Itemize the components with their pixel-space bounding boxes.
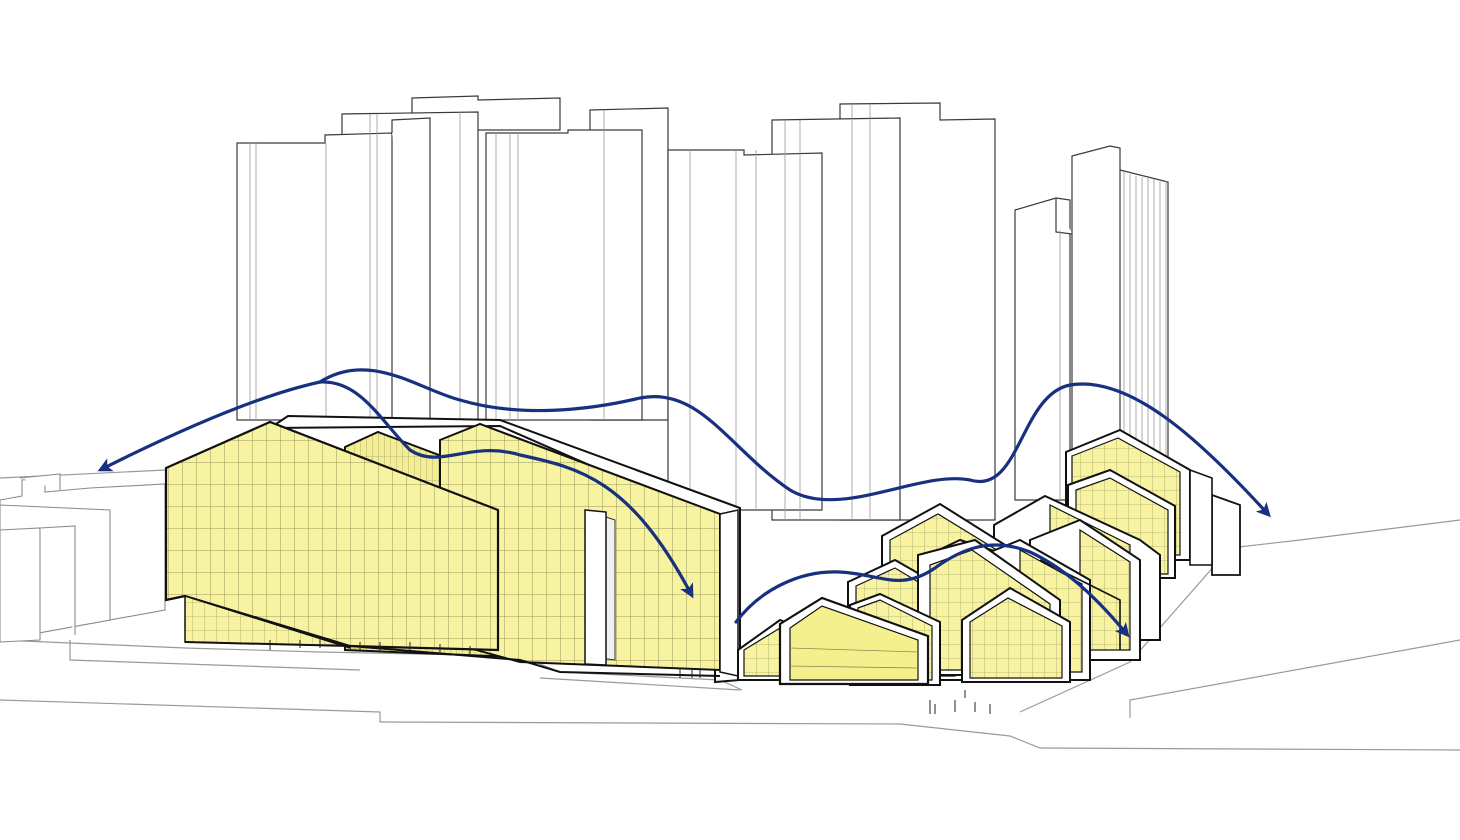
white-stripe: [585, 510, 606, 665]
context-low-buildings: [0, 474, 165, 642]
